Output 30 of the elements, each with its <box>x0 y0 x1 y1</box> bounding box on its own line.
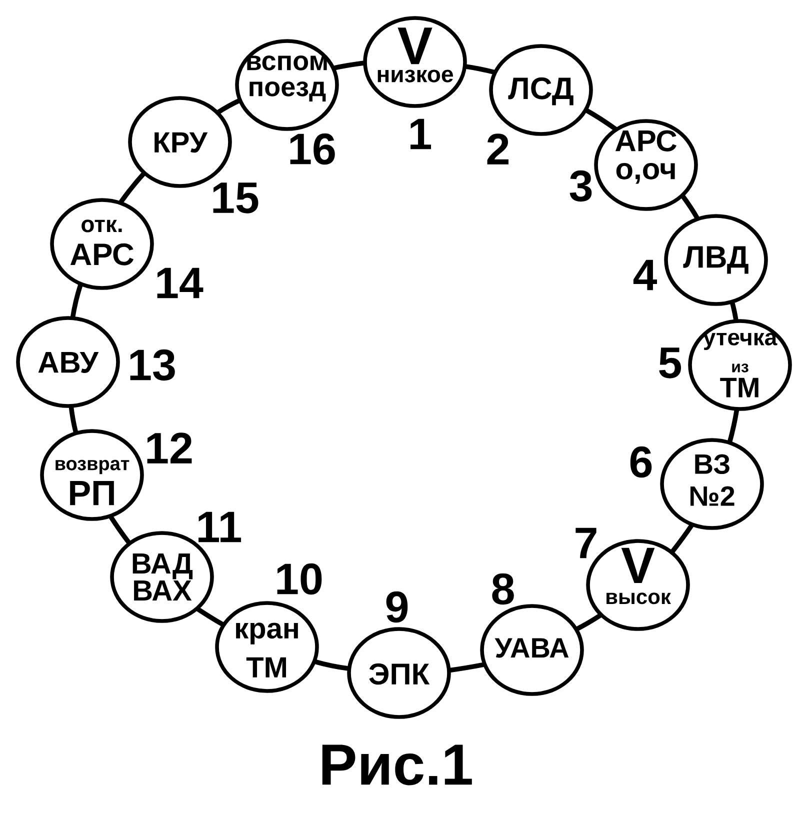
connector-line <box>584 108 618 132</box>
connector-line <box>575 612 603 632</box>
connector-line <box>670 523 694 554</box>
node-number: 9 <box>386 591 408 623</box>
connector-line <box>118 171 146 204</box>
connector-line <box>108 514 132 545</box>
node-number: 6 <box>630 446 652 478</box>
figure-caption: Рис.1 <box>322 744 472 786</box>
connector-line <box>730 301 739 322</box>
connector-line <box>68 406 78 434</box>
node-number: 13 <box>130 349 175 381</box>
node-number: 10 <box>277 563 322 595</box>
connector-line <box>332 60 366 71</box>
node-number: 5 <box>659 348 682 378</box>
connector-line <box>314 659 350 672</box>
node-number: 12 <box>147 432 192 464</box>
node-number: 3 <box>570 170 592 202</box>
node-number: 2 <box>487 134 508 164</box>
node-number: 14 <box>157 268 204 298</box>
node-number: 4 <box>633 260 657 290</box>
node-number: 1 <box>410 118 431 150</box>
connector-line <box>70 283 84 319</box>
node-number: 8 <box>492 573 514 605</box>
connector-line <box>680 194 700 220</box>
connector-line <box>196 606 225 628</box>
connector-line <box>448 662 486 673</box>
connector-line <box>216 98 242 115</box>
connector-line <box>727 408 740 444</box>
connector-line <box>464 64 496 75</box>
node-number: 16 <box>290 133 335 165</box>
